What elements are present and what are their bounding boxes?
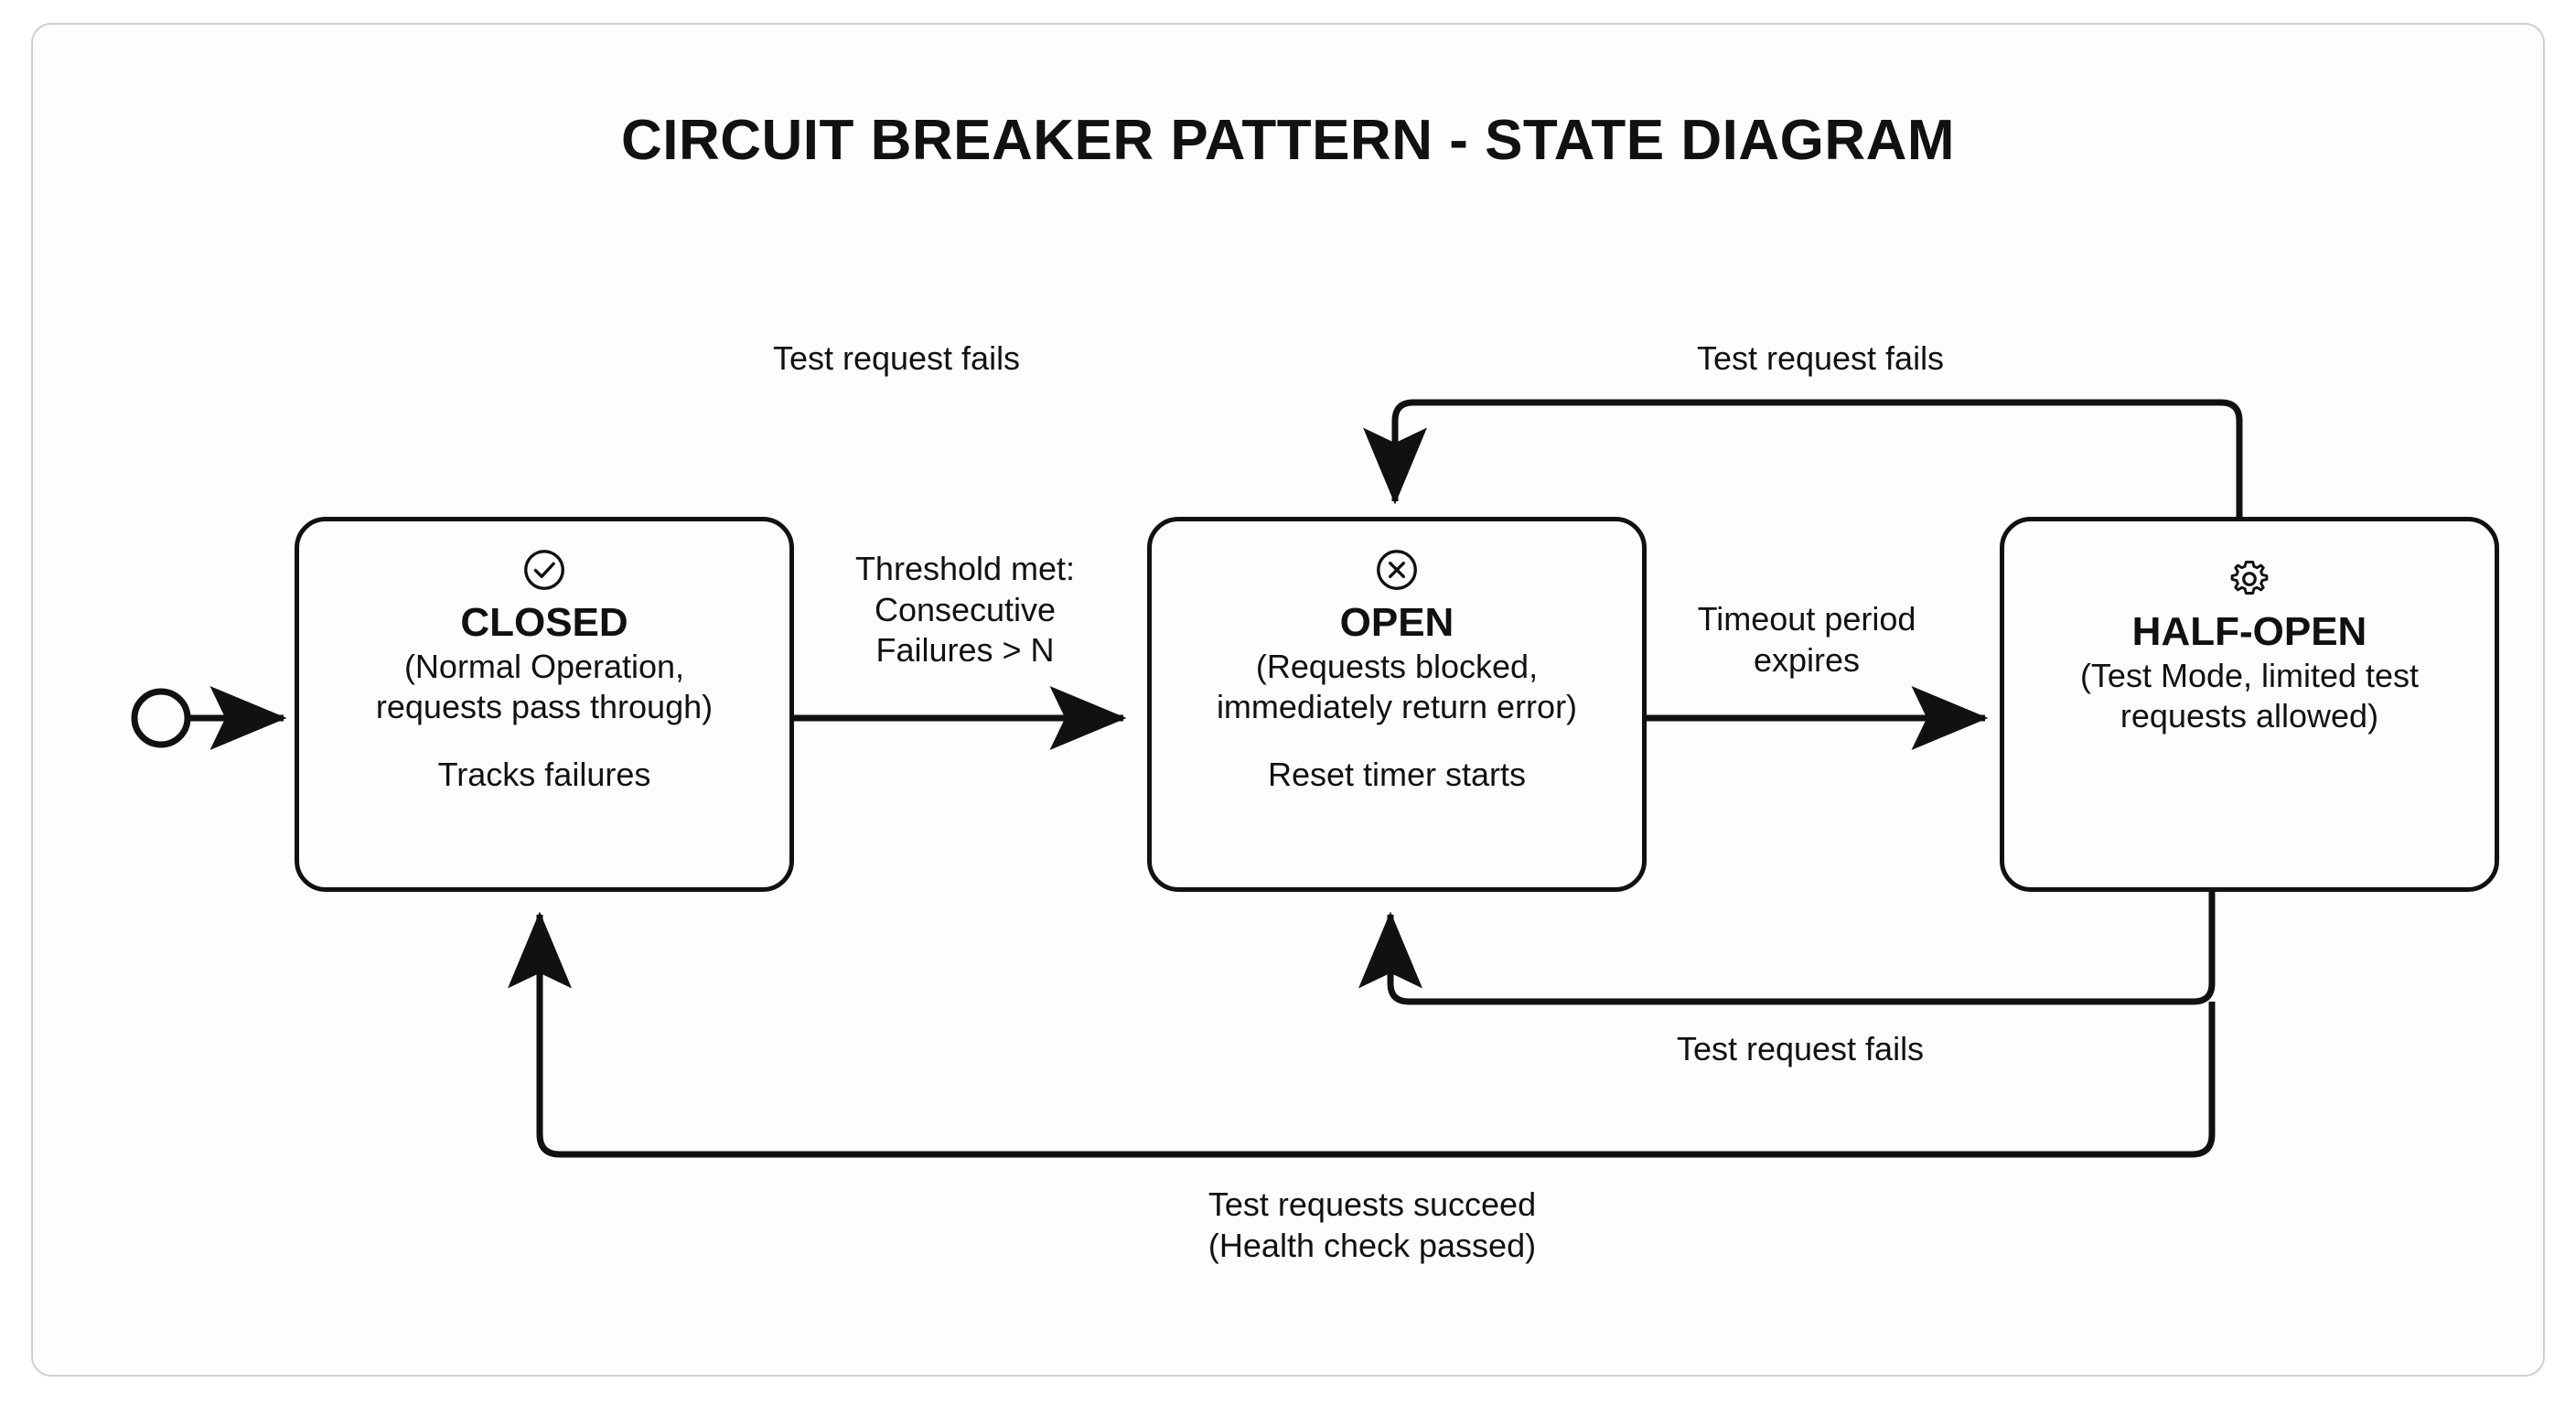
state-node-half-open[interactable]: HALF-OPEN (Test Mode, limited test reque…	[2000, 517, 2499, 892]
state-extra-open: Reset timer starts	[1267, 756, 1527, 794]
state-title-open: OPEN	[1339, 600, 1454, 645]
edge-halfopen-to-closed	[508, 911, 2216, 1158]
state-node-open[interactable]: OPEN (Requests blocked, immediately retu…	[1147, 517, 1647, 892]
start-node-circle	[131, 688, 191, 748]
state-title-half-open: HALF-OPEN	[2131, 609, 2367, 654]
state-description-half-open: (Test Mode, limited test requests allowe…	[2079, 657, 2420, 735]
check-circle-icon	[520, 545, 569, 595]
edge-label-halfopen-to-open-bottom: Test request fails	[1676, 1030, 1925, 1067]
state-description-open: (Requests blocked, immediately return er…	[1216, 648, 1578, 726]
edge-label-halfopen-to-closed: Test requests succeed (Health check pass…	[1208, 1185, 1537, 1264]
edge-halfopen-to-open-bottom	[1358, 892, 2216, 1005]
edge-label-open-to-halfopen: Timeout period expires	[1697, 600, 1916, 679]
edge-label-halfopen-to-open-top: Test request fails	[1696, 339, 1945, 377]
x-circle-icon	[1372, 545, 1422, 595]
gear-icon	[2225, 554, 2274, 604]
page-title: CIRCUIT BREAKER PATTERN - STATE DIAGRAM	[620, 109, 1956, 172]
state-node-closed[interactable]: CLOSED (Normal Operation, requests pass …	[295, 517, 794, 892]
edge-label-top-left: Test request fails	[772, 339, 1021, 377]
state-description-closed: (Normal Operation, requests pass through…	[375, 648, 714, 726]
state-extra-closed: Tracks failures	[437, 756, 651, 794]
edge-halfopen-to-open-top	[1363, 399, 2243, 517]
state-title-closed: CLOSED	[460, 600, 628, 645]
edge-label-closed-to-open: Threshold met: Consecutive Failures > N	[854, 550, 1076, 670]
